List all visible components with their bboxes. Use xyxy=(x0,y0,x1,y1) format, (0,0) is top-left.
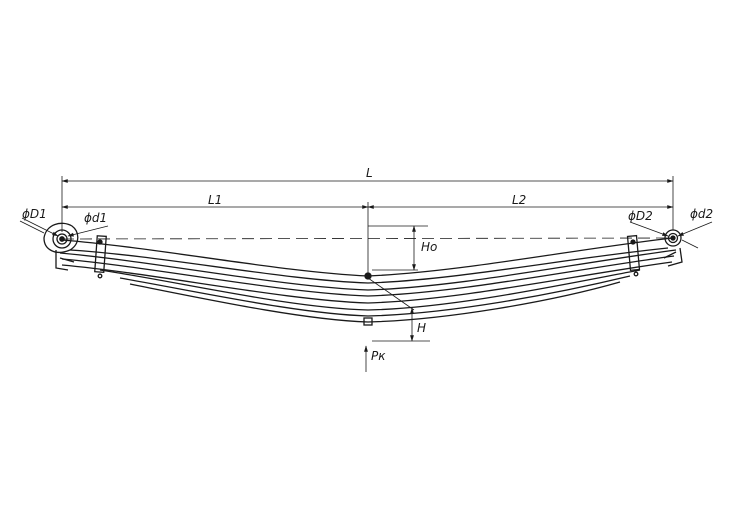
spring-leaves xyxy=(55,237,683,323)
leaf-3 xyxy=(61,261,673,304)
d2-inner-leader xyxy=(677,221,713,237)
label-d2: ϕd2 xyxy=(690,207,713,221)
leaf-rear-tips xyxy=(663,247,683,267)
leaf-2-top xyxy=(59,249,677,291)
label-Pk: Pк xyxy=(371,349,386,363)
label-L1: L1 xyxy=(208,193,222,207)
leaf-front-tips xyxy=(55,250,75,271)
d1-leader xyxy=(21,217,59,237)
front-clamp xyxy=(94,235,107,279)
label-Ho: Ho xyxy=(421,240,437,254)
label-L2: L2 xyxy=(512,193,526,207)
leaf-5 xyxy=(119,275,631,317)
d2-outer-leader xyxy=(681,239,699,249)
label-H: H xyxy=(417,321,426,335)
rear-eye-inner-circle xyxy=(667,232,679,244)
rear-clamp xyxy=(626,234,641,277)
label-d1: ϕd1 xyxy=(84,211,107,225)
leaf-2-bottom xyxy=(61,255,675,297)
dimensions xyxy=(19,176,713,372)
center-bolt xyxy=(363,272,373,326)
leaf-4 xyxy=(99,269,641,311)
label-L: L xyxy=(366,166,373,180)
d1-inner-leader xyxy=(67,225,109,237)
leaf-6-bottom xyxy=(129,281,621,323)
h-ext-diagonal xyxy=(367,277,415,311)
rear-eye-bushing xyxy=(670,235,676,241)
front-eye xyxy=(43,222,79,253)
d2-leader xyxy=(629,221,669,237)
label-D2: ϕD2 xyxy=(628,209,653,223)
label-D1: ϕD1 xyxy=(22,207,47,221)
d1-outer-leader xyxy=(19,220,45,234)
main-leaf-bottom xyxy=(69,247,669,284)
eye-centerline xyxy=(61,237,674,240)
